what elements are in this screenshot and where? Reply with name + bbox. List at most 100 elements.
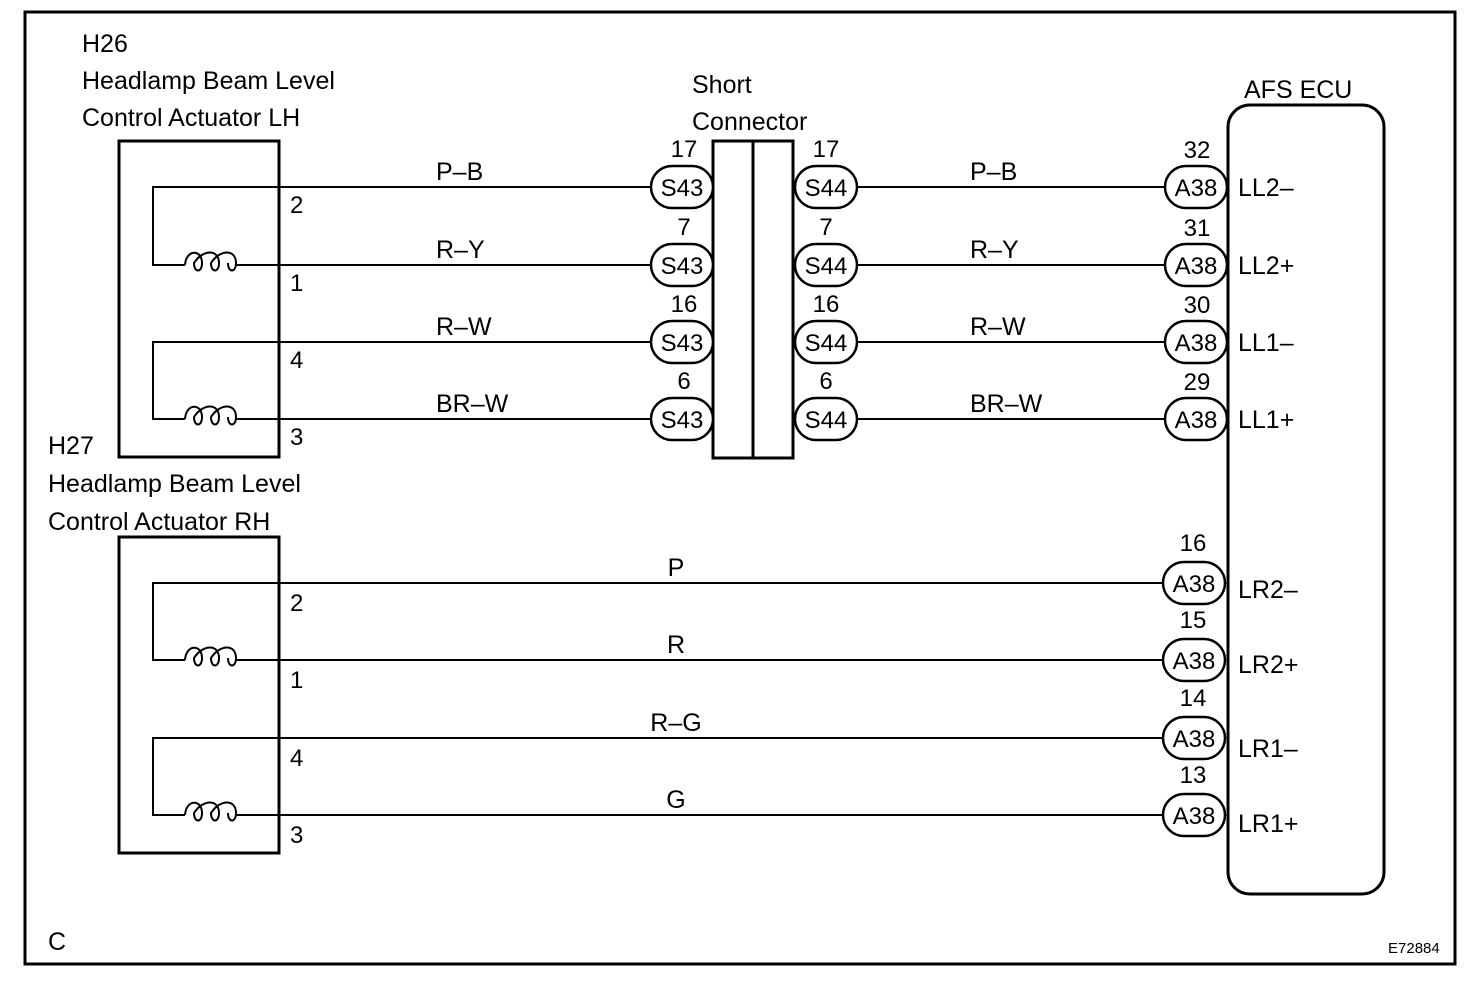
lh-wire-2-short-pin-right: 7 — [819, 214, 832, 241]
lh-actuator-name-line2: Control Actuator LH — [82, 104, 300, 132]
ecu-box — [1226, 103, 1386, 896]
lh-wire-4-connector-right-label: S44 — [805, 407, 848, 434]
rh-wire-4-ecu-terminal: LR1+ — [1238, 810, 1298, 838]
diagram-frame — [23, 10, 1457, 966]
lh-wire-1-connector-right — [793, 164, 859, 210]
rh-wire-2-actuator-pin: 1 — [290, 667, 303, 694]
lh-wire-4-connector-left-label: S43 — [661, 407, 704, 434]
rh-wire-1-ecu-pin: 16 — [1180, 530, 1207, 557]
rh-wire-3-ecu-connector — [1161, 715, 1227, 761]
rh-coil-1-loop — [152, 582, 279, 661]
lh-wire-2-color-right: R–Y — [970, 236, 1019, 264]
lh-coil-1-winding — [184, 251, 238, 272]
rh-wire-2-ecu-connector — [1161, 637, 1227, 683]
lh-wire-3-ecu-terminal: LL1– — [1238, 329, 1294, 357]
lh-wire-3-connector-left — [649, 319, 715, 365]
lh-wire-3-connector-right — [793, 319, 859, 365]
lh-wire-2-actuator-pin: 1 — [290, 270, 303, 297]
lh-wire-1-connector-right-label: S44 — [805, 175, 848, 202]
rh-wire-1-ecu-connector — [1161, 560, 1227, 606]
lh-wire-3-ecu-connector — [1163, 319, 1229, 365]
lh-wire-1-short-pin-right: 17 — [813, 136, 840, 163]
lh-wire-1-ecu-terminal: LL2– — [1238, 174, 1294, 202]
lh-wire-2-connector-right-label: S44 — [805, 253, 848, 280]
lh-wire-4-color-left: BR–W — [436, 390, 509, 418]
lh-wire-1-actuator-pin: 2 — [290, 192, 303, 219]
lh-wire-3-ecu-connector-label: A38 — [1175, 330, 1218, 357]
lh-wire-2-ecu-connector-label: A38 — [1175, 253, 1218, 280]
lh-wire-2-connector-left-label: S43 — [661, 253, 704, 280]
rh-wire-3-ecu-connector-label: A38 — [1173, 726, 1216, 753]
rh-actuator-code: H27 — [48, 432, 94, 460]
rh-coil-1-winding — [184, 646, 238, 667]
lh-wire-4-short-pin-right: 6 — [819, 368, 832, 395]
rh-wire-1-color: P — [668, 554, 685, 582]
lh-wire-1-color-right: P–B — [970, 158, 1017, 186]
rh-wire-4-actuator-pin: 3 — [290, 822, 303, 849]
rh-wire-4-ecu-connector-label: A38 — [1173, 803, 1216, 830]
rh-wire-3-actuator-pin: 4 — [290, 745, 303, 772]
rh-wire-4-color: G — [666, 786, 685, 814]
lh-wire-3-color-right: R–W — [970, 313, 1026, 341]
lh-wire-3-short-pin-right: 16 — [813, 291, 840, 318]
lh-wire-2-short-pin-left: 7 — [677, 214, 690, 241]
lh-coil-1-loop — [152, 186, 279, 266]
lh-actuator-code: H26 — [82, 30, 128, 58]
rh-wire-3-ecu-terminal: LR1– — [1238, 735, 1298, 763]
rh-actuator-name-line1: Headlamp Beam Level — [48, 470, 301, 498]
lh-wire-4-actuator-pin: 3 — [290, 424, 303, 451]
rh-actuator-box — [117, 535, 281, 855]
lh-wire-4-connector-left — [649, 396, 715, 442]
corner-letter: C — [48, 928, 66, 956]
lh-wire-4-color-right: BR–W — [970, 390, 1043, 418]
lh-wire-1-ecu-pin: 32 — [1184, 137, 1211, 164]
ecu-title: AFS ECU — [1244, 76, 1352, 104]
short-connector-right-bar — [751, 139, 795, 460]
rh-wire-2-ecu-pin: 15 — [1180, 607, 1207, 634]
lh-wire-1-connector-left — [649, 164, 715, 210]
lh-wire-3-color-left: R–W — [436, 313, 492, 341]
short-connector-label-line1: Short — [692, 71, 752, 99]
lh-wire-1-short-pin-left: 17 — [671, 136, 698, 163]
lh-wire-1-connector-left-label: S43 — [661, 175, 704, 202]
lh-wire-2-connector-right — [793, 242, 859, 288]
rh-wire-1-ecu-terminal: LR2– — [1238, 576, 1298, 604]
lh-wire-2-ecu-connector — [1163, 242, 1229, 288]
short-connector-label-line2: Connector — [692, 108, 807, 136]
lh-wire-3-connector-left-label: S43 — [661, 330, 704, 357]
lh-wire-1-color-left: P–B — [436, 158, 483, 186]
lh-wire-4-short-pin-left: 6 — [677, 368, 690, 395]
lh-wire-2-ecu-terminal: LL2+ — [1238, 252, 1294, 280]
lh-wire-3-short-pin-left: 16 — [671, 291, 698, 318]
rh-wire-2-ecu-terminal: LR2+ — [1238, 651, 1298, 679]
lh-wire-4-ecu-pin: 29 — [1184, 369, 1211, 396]
lh-wire-2-ecu-pin: 31 — [1184, 215, 1211, 242]
lh-wire-3-ecu-pin: 30 — [1184, 292, 1211, 319]
lh-wire-1-ecu-connector-label: A38 — [1175, 175, 1218, 202]
lh-actuator-name-line1: Headlamp Beam Level — [82, 67, 335, 95]
figure-id: E72884 — [1388, 940, 1440, 957]
lh-wire-4-ecu-terminal: LL1+ — [1238, 406, 1294, 434]
lh-wire-2-color-left: R–Y — [436, 236, 485, 264]
rh-wire-2-color: R — [667, 631, 685, 659]
lh-wire-3-actuator-pin: 4 — [290, 347, 303, 374]
rh-coil-2-winding — [184, 801, 238, 822]
lh-coil-2-winding — [184, 405, 238, 426]
lh-actuator-box — [117, 139, 281, 459]
rh-wire-4-ecu-connector — [1161, 792, 1227, 838]
lh-wire-2-connector-left — [649, 242, 715, 288]
rh-wire-3-color: R–G — [650, 709, 701, 737]
rh-actuator-name-line2: Control Actuator RH — [48, 508, 270, 536]
lh-wire-4-ecu-connector-label: A38 — [1175, 407, 1218, 434]
rh-wire-4-ecu-pin: 13 — [1180, 762, 1207, 789]
short-connector-left-bar — [711, 139, 755, 460]
lh-wire-1-ecu-connector — [1163, 164, 1229, 210]
rh-wire-1-ecu-connector-label: A38 — [1173, 571, 1216, 598]
rh-wire-1-actuator-pin: 2 — [290, 590, 303, 617]
rh-coil-2-loop — [152, 737, 279, 816]
rh-wire-3-ecu-pin: 14 — [1180, 685, 1207, 712]
rh-wire-2-ecu-connector-label: A38 — [1173, 648, 1216, 675]
